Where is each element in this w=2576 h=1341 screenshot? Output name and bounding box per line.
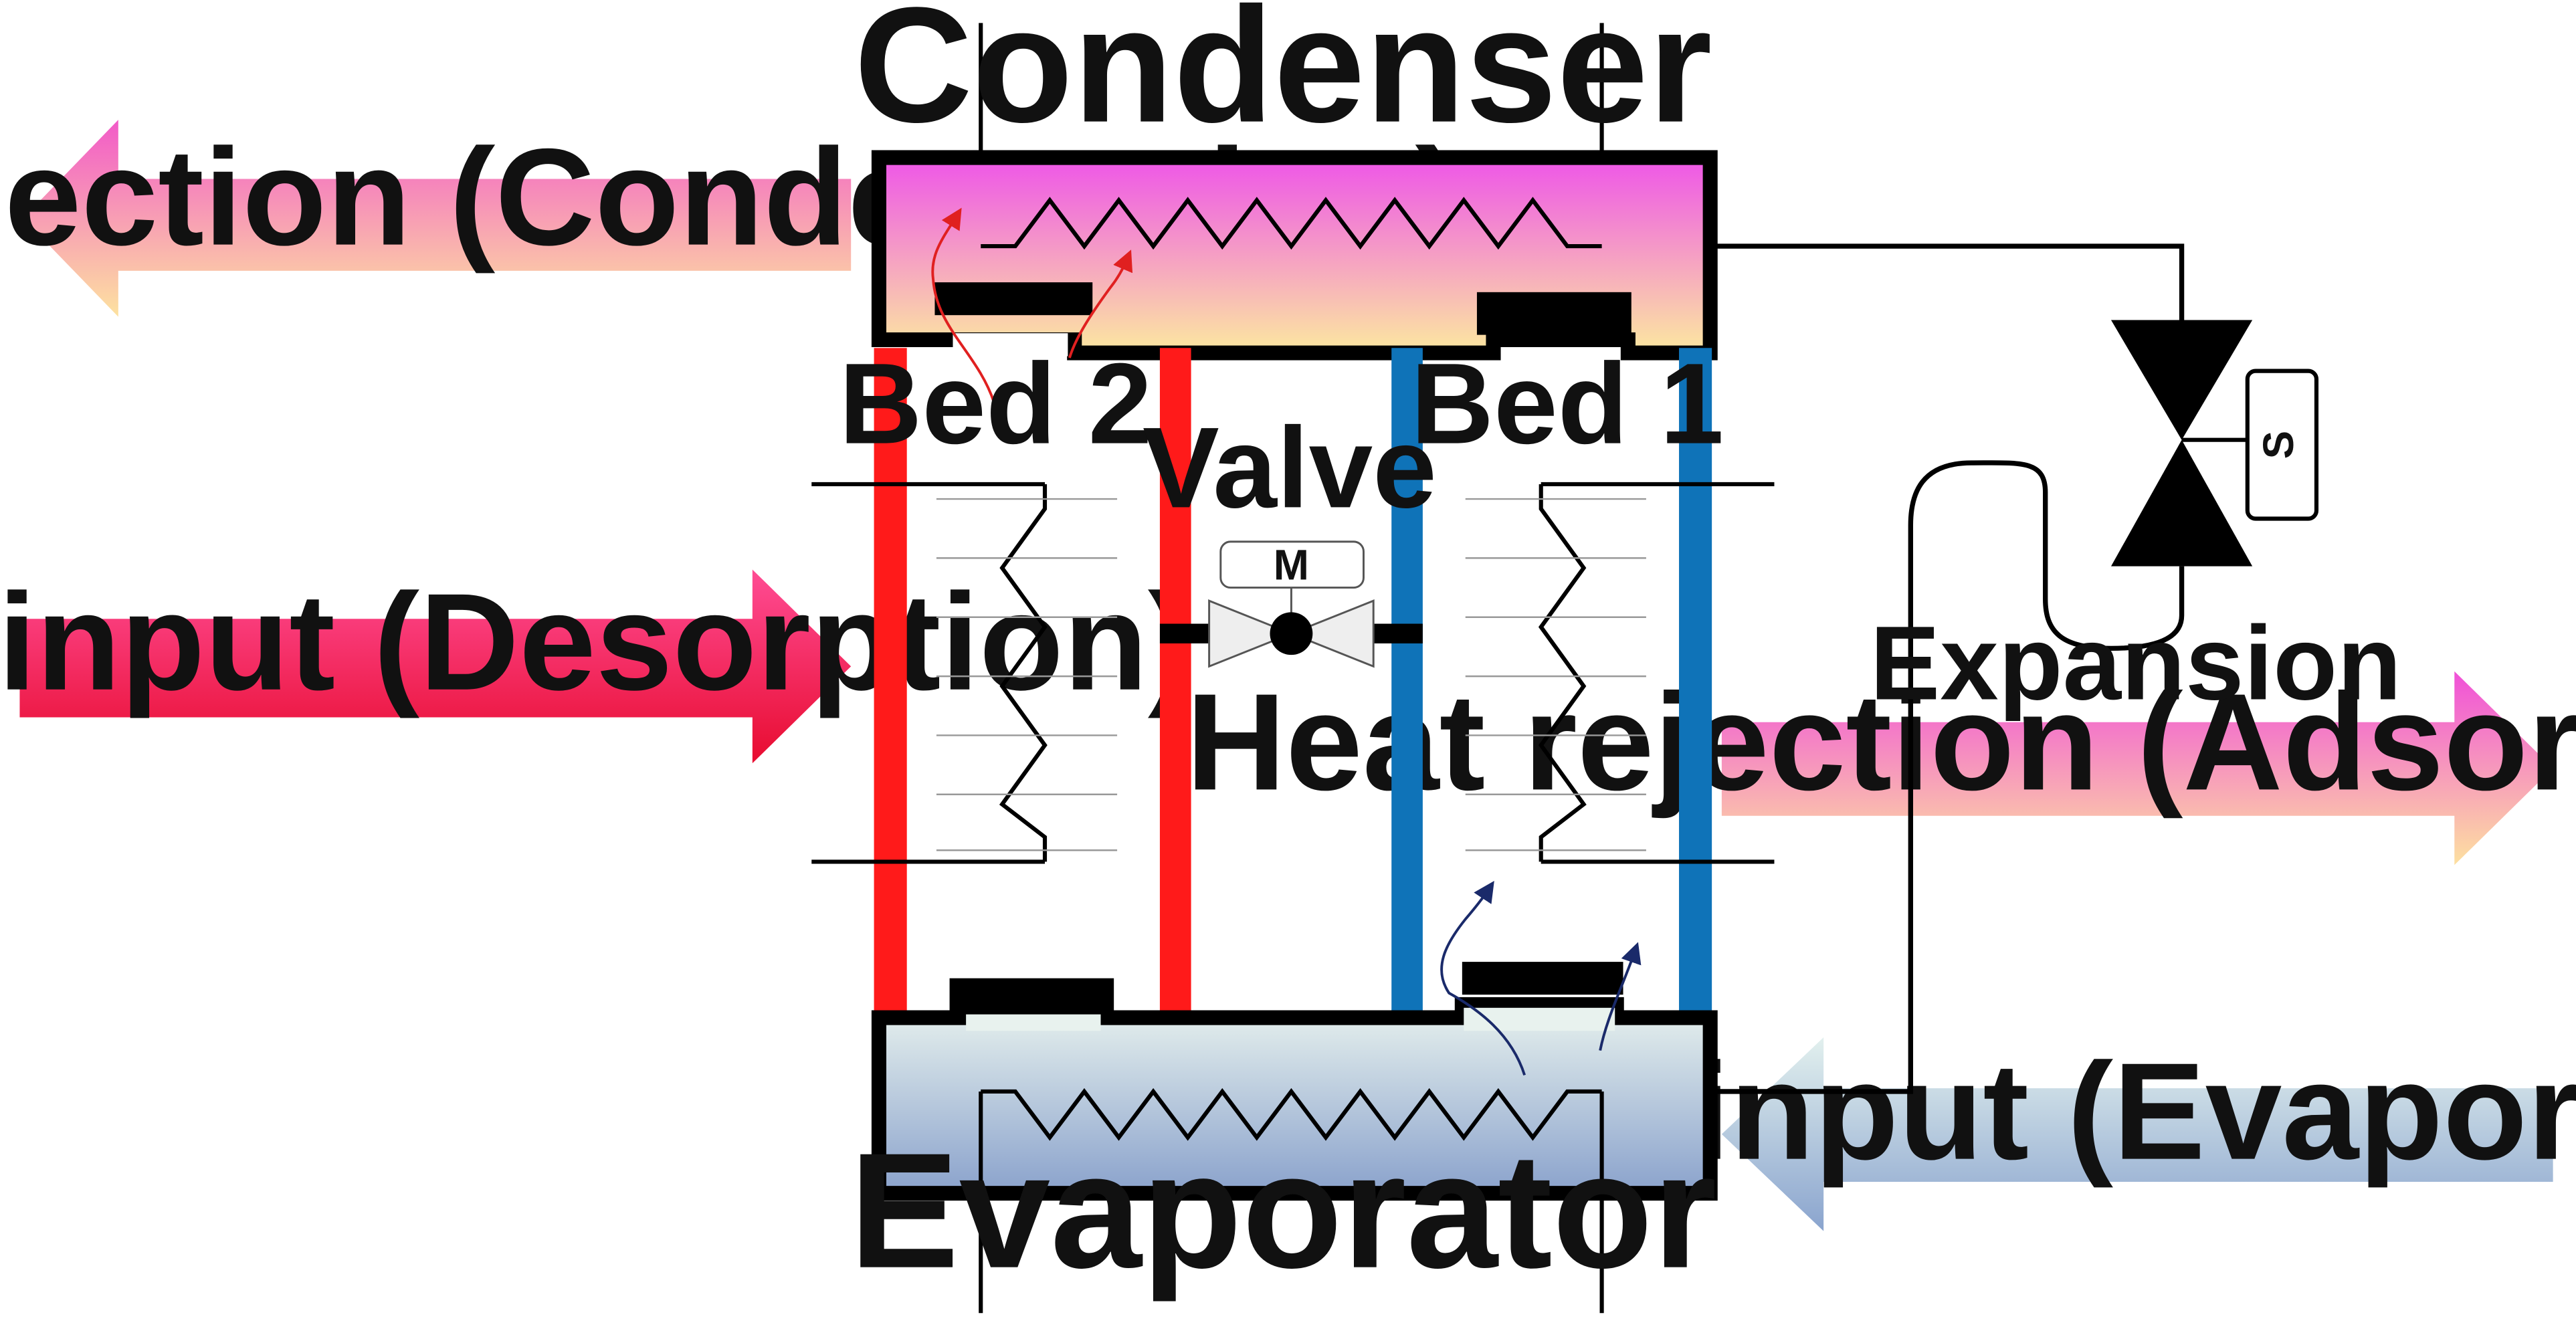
bed1-heat-exchanger bbox=[1465, 482, 1775, 864]
expansion-valve: S Expansion bbox=[1870, 320, 2401, 722]
heat-input-desorption-arrow: Heat input (Desorption) bbox=[0, 564, 1194, 764]
evaporator-flap-right bbox=[1462, 962, 1623, 995]
condenser-label: Condenser bbox=[854, 0, 1712, 157]
condenser-coil bbox=[981, 197, 1602, 250]
heat-input-desorption-label: Heat input (Desorption) bbox=[0, 564, 1194, 719]
bed1-cold-pipe-outer bbox=[1679, 348, 1712, 1018]
bed1-cold-pipe-inner bbox=[1391, 348, 1423, 1018]
beds-chamber: Bed 2 Bed 1 bbox=[811, 340, 1775, 1018]
condenser-flap-left bbox=[934, 282, 1093, 316]
refrigerant-return-line bbox=[1710, 243, 2185, 1094]
bed1-label: Bed 1 bbox=[1411, 340, 1724, 468]
bed2-heat-exchanger bbox=[811, 482, 1118, 864]
bed2-hot-pipe-outer bbox=[874, 348, 907, 1018]
vapor-flow-desorption bbox=[931, 207, 1133, 403]
bed2-label: Bed 2 bbox=[839, 340, 1152, 468]
motorized-valve: Valve M bbox=[1143, 403, 1437, 668]
solenoid-label: S bbox=[2254, 431, 2302, 459]
condenser: Condenser bbox=[854, 0, 1718, 360]
evaporator-coil bbox=[981, 1088, 1602, 1141]
evaporator: Evaporator bbox=[850, 962, 1718, 1314]
valve-motor-label: M bbox=[1274, 540, 1309, 589]
bed2-hot-pipe-inner bbox=[1159, 348, 1191, 1018]
condenser-flap-right bbox=[1476, 292, 1631, 335]
valve-label: Valve bbox=[1143, 403, 1437, 532]
evaporator-label: Evaporator bbox=[850, 1120, 1717, 1303]
solenoid-box bbox=[2245, 369, 2319, 521]
expansion-label: Expansion bbox=[1870, 605, 2401, 722]
evaporator-flap-left bbox=[949, 978, 1114, 1015]
vapor-flow-adsorption bbox=[1440, 881, 1642, 1076]
